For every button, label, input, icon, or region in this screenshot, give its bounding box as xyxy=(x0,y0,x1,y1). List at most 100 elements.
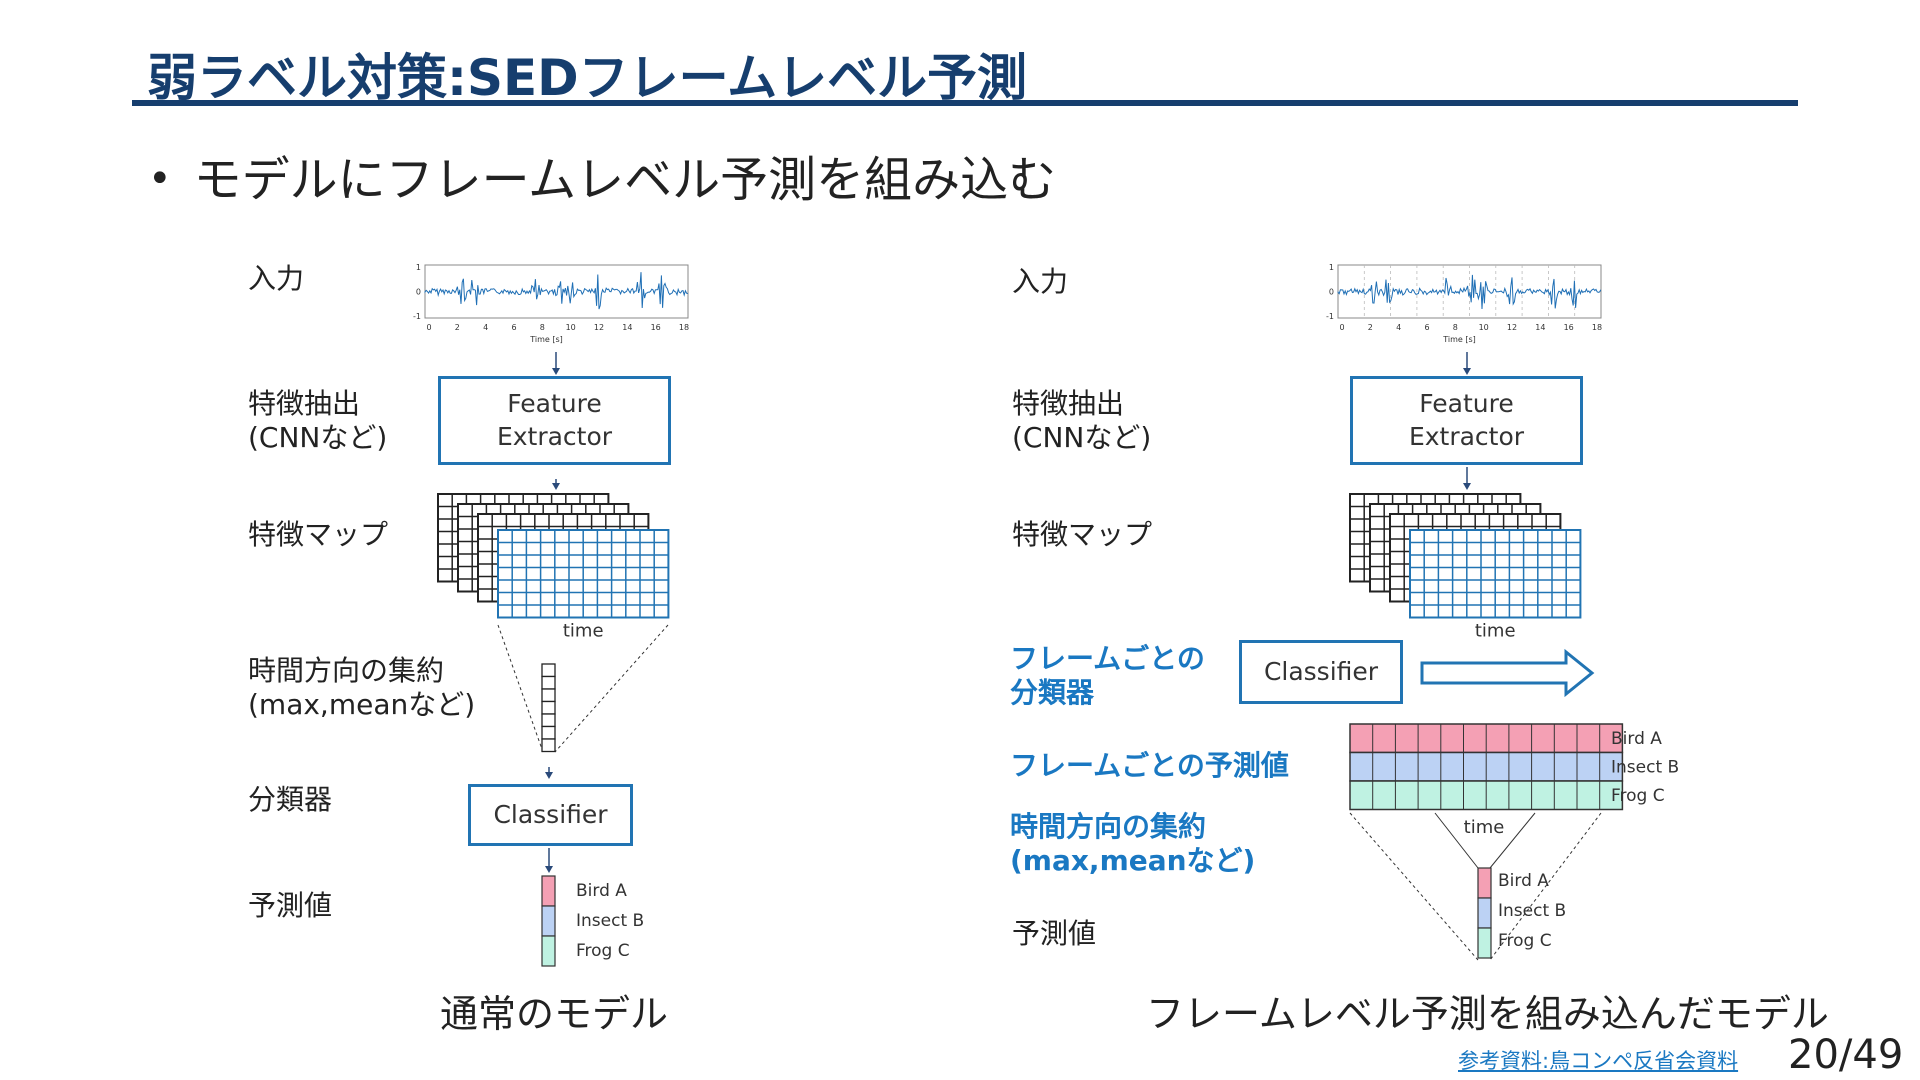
right-arrow-fe-to-map-head xyxy=(1463,483,1471,490)
left-arrow-wave-to-fe-head xyxy=(552,368,560,375)
right-label-frame-prediction: フレームごとの予測値 xyxy=(1010,749,1289,782)
waveform-x-tick: 0 xyxy=(426,323,431,332)
waveform-x-tick: 6 xyxy=(511,323,516,332)
waveform-x-tick: 2 xyxy=(455,323,460,332)
bullet-text: モデルにフレームレベル予測を組み込む xyxy=(193,152,1057,208)
waveform-x-label: Time [s] xyxy=(1442,335,1476,344)
right-aggregation: Bird A Insect B Frog C xyxy=(1349,812,1602,961)
left-label-prediction: 予測値 xyxy=(248,889,333,922)
right-feature-map-stack: time xyxy=(1349,493,1582,642)
left-prediction-class-label: Insect B xyxy=(576,911,644,931)
waveform-y-tick: -1 xyxy=(1326,312,1334,321)
waveform-x-tick: 0 xyxy=(1339,323,1344,332)
waveform-x-tick: 4 xyxy=(483,323,488,332)
left-agg-column-cell xyxy=(541,700,556,715)
left-agg-column-cell xyxy=(541,713,556,728)
left-agg-column-cell xyxy=(541,738,556,753)
left-feature-map-stack: time xyxy=(437,493,670,642)
right-label-frame-classifier: フレームごとの 分類器 xyxy=(1010,642,1205,709)
right-arrow-wave-to-fe-head xyxy=(1463,368,1471,375)
right-agg-guide-line xyxy=(1489,812,1602,961)
left-agg-column-cell xyxy=(541,725,556,740)
waveform-x-tick: 12 xyxy=(594,323,604,332)
left-arrow-cls-to-pred-head xyxy=(545,866,553,873)
left-prediction-cell xyxy=(541,935,556,967)
left-label-feature-extraction: 特徴抽出 (CNNなど) xyxy=(248,387,388,454)
left-agg-guide-line xyxy=(497,624,544,753)
right-agg-guide-line xyxy=(1349,812,1479,961)
waveform-y-tick: 1 xyxy=(416,263,421,272)
frame-time-label: time xyxy=(1464,817,1505,838)
left-caption: 通常のモデル xyxy=(440,992,669,1036)
frame-prediction-class-label: Bird A xyxy=(1611,729,1662,749)
frame-prediction-class-label: Frog C xyxy=(1611,786,1665,806)
waveform-x-label: Time [s] xyxy=(529,335,563,344)
right-agg-time-bracket xyxy=(1434,812,1479,869)
waveform-signal xyxy=(424,272,688,310)
waveform-x-tick: 14 xyxy=(1535,323,1545,332)
waveform-y-tick: 1 xyxy=(1329,263,1334,272)
left-arrow-agg-to-cls-head xyxy=(545,772,553,779)
right-caption: フレームレベル予測を組み込んだモデル xyxy=(1146,992,1829,1036)
waveform-x-tick: 16 xyxy=(651,323,661,332)
left-arrow-fe-to-map-head xyxy=(552,483,560,490)
waveform-x-tick: 12 xyxy=(1507,323,1517,332)
left-feature-extractor-box: Feature Extractor xyxy=(438,376,671,465)
right-prediction-cell xyxy=(1477,897,1492,929)
reference-link[interactable]: 参考資料:鳥コンペ反省会資料 xyxy=(1458,1049,1739,1073)
left-agg-guide-line xyxy=(554,624,669,753)
waveform-x-tick: 14 xyxy=(622,323,632,332)
right-prediction-class-label: Frog C xyxy=(1498,931,1552,951)
feature-map-time-label: time xyxy=(563,621,604,642)
left-agg-column-cell xyxy=(541,663,556,678)
waveform-x-tick: 16 xyxy=(1564,323,1574,332)
left-agg-column-cell xyxy=(541,675,556,690)
left-prediction-cell xyxy=(541,905,556,937)
left-agg-column-cell xyxy=(541,688,556,703)
right-label-feature-extraction: 特徴抽出 (CNNなど) xyxy=(1012,387,1152,454)
frame-prediction-class-label: Insect B xyxy=(1611,758,1679,778)
waveform-y-tick: 0 xyxy=(1329,288,1334,297)
right-agg-time-bracket xyxy=(1489,812,1536,869)
right-block-arrow-icon xyxy=(1420,648,1595,698)
left-prediction-class-label: Frog C xyxy=(576,941,630,961)
waveform-x-tick: 10 xyxy=(566,323,576,332)
waveform-x-tick: 8 xyxy=(540,323,545,332)
waveform-x-tick: 2 xyxy=(1368,323,1373,332)
waveform-y-tick: 0 xyxy=(416,288,421,297)
waveform-x-tick: 10 xyxy=(1479,323,1489,332)
right-frame-classifier-box: Classifier xyxy=(1239,640,1403,704)
left-label-classifier: 分類器 xyxy=(248,783,333,816)
page-number: 20/49 xyxy=(1788,1032,1904,1078)
waveform-x-tick: 6 xyxy=(1424,323,1429,332)
waveform-x-tick: 8 xyxy=(1453,323,1458,332)
right-prediction-cell xyxy=(1477,927,1492,959)
left-label-input: 入力 xyxy=(248,262,305,295)
waveform-x-tick: 4 xyxy=(1396,323,1401,332)
left-label-aggregation: 時間方向の集約 (max,meanなど) xyxy=(248,654,476,721)
waveform-y-tick: -1 xyxy=(413,312,421,321)
waveform-x-tick: 18 xyxy=(1592,323,1602,332)
left-prediction-class-label: Bird A xyxy=(576,881,627,901)
right-label-aggregation: 時間方向の集約 (max,meanなど) xyxy=(1010,810,1256,877)
slide-title: 弱ラベル対策:SEDフレームレベル予測 xyxy=(147,49,1028,107)
flow-arrows xyxy=(545,352,1595,873)
left-prediction-cell xyxy=(541,875,556,907)
waveform-signal xyxy=(1337,274,1602,310)
waveform-x-tick: 18 xyxy=(679,323,689,332)
bullet-dot-icon: • xyxy=(148,156,172,202)
feature-map-time-label: time xyxy=(1475,621,1516,642)
right-prediction-class-label: Bird A xyxy=(1498,871,1549,891)
bullet-point: • モデルにフレームレベル予測を組み込む xyxy=(148,140,1056,210)
right-label-input: 入力 xyxy=(1012,265,1069,298)
left-label-feature-map: 特徴マップ xyxy=(248,518,389,551)
left-classifier-box: Classifier xyxy=(468,784,633,846)
right-prediction-class-label: Insect B xyxy=(1498,901,1566,921)
right-label-prediction: 予測値 xyxy=(1012,917,1097,950)
right-label-feature-map: 特徴マップ xyxy=(1012,518,1153,551)
right-feature-extractor-box: Feature Extractor xyxy=(1350,376,1583,465)
